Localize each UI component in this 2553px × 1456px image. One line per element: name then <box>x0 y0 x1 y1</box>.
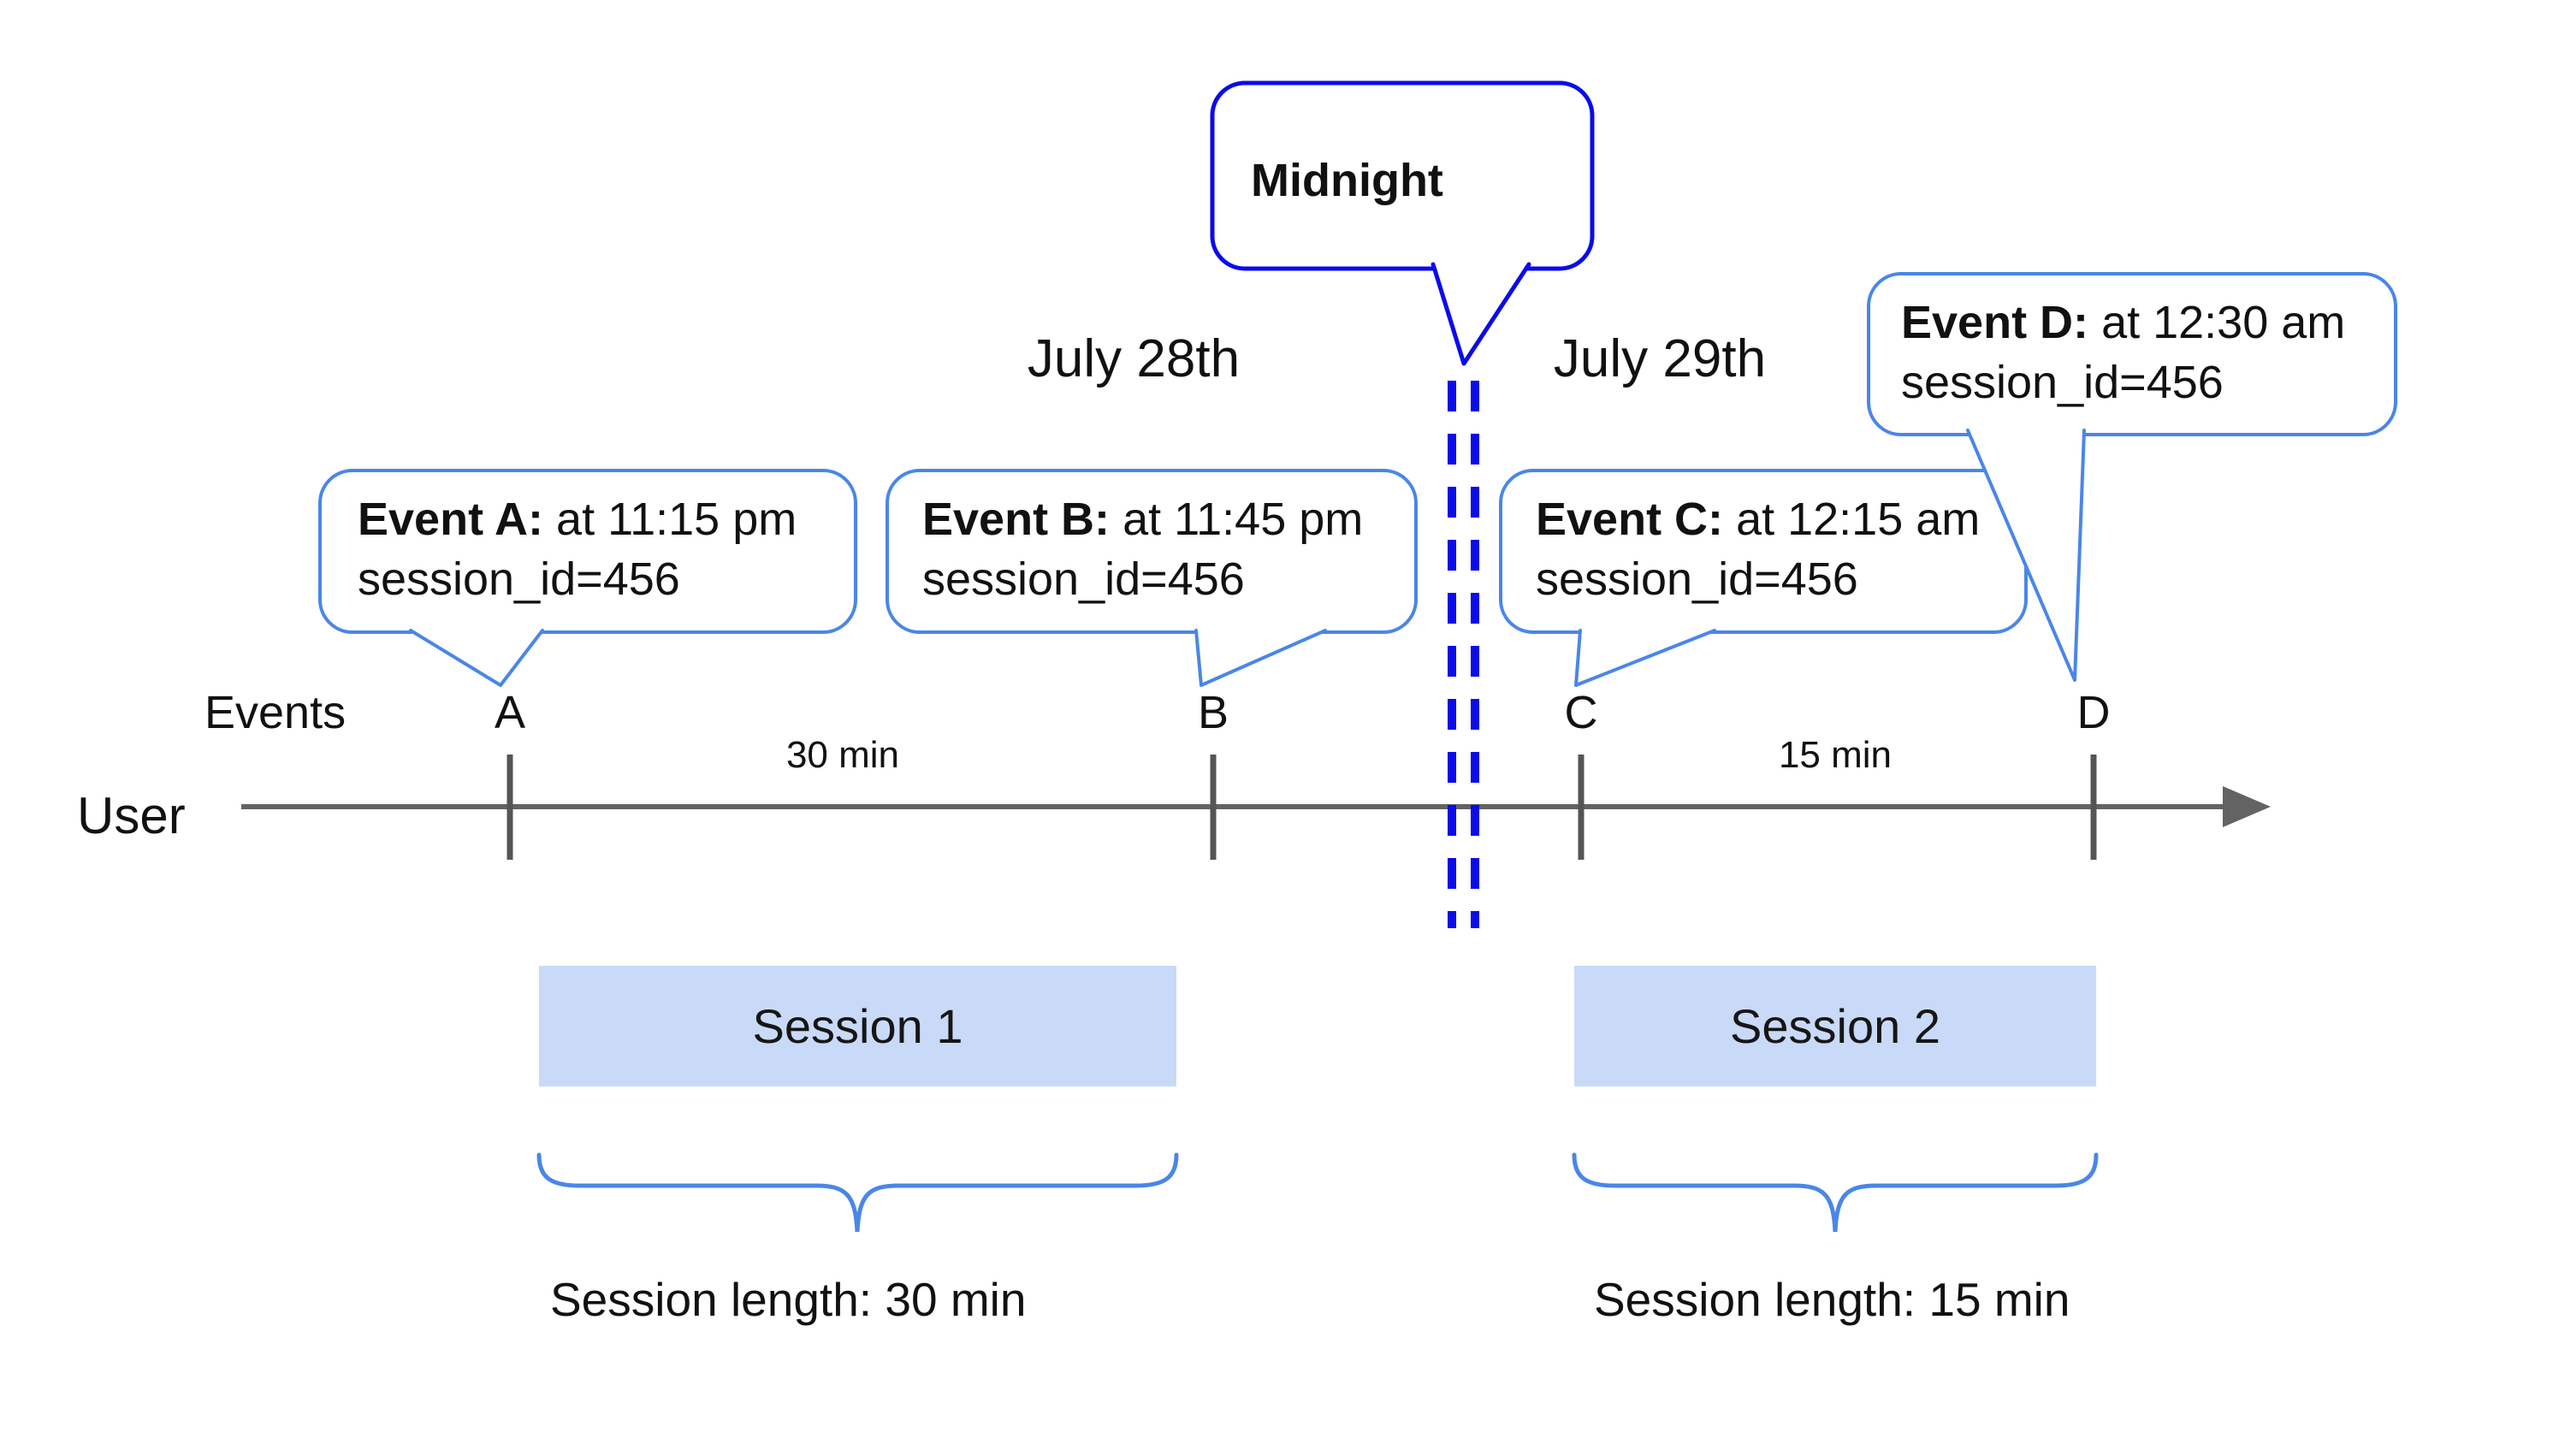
callout-c-text: Event C: at 12:15 am session_id=456 <box>1536 489 1980 609</box>
callout-b-session: session_id=456 <box>922 553 1245 605</box>
callout-a-session: session_id=456 <box>358 553 680 605</box>
user-axis-label: User <box>77 787 186 844</box>
callout-a-bubble <box>318 469 857 634</box>
callout-c-line1: Event C: at 12:15 am <box>1536 489 1980 549</box>
callout-d-text: Event D: at 12:30 am session_id=456 <box>1901 293 2345 412</box>
callout-a-title: Event A: <box>358 494 544 545</box>
callout-a-time: at 11:15 pm <box>556 494 797 545</box>
brace-session-1 <box>536 1152 1179 1233</box>
session-1-length-label: Session length: 30 min <box>550 1273 1027 1326</box>
session-1-label: Session 1 <box>752 999 963 1053</box>
callout-b-title: Event B: <box>922 494 1111 545</box>
callout-d-session: session_id=456 <box>1901 357 2224 408</box>
callout-a-line1: Event A: at 11:15 pm <box>358 489 797 549</box>
midnight-label: Midnight <box>1251 155 1443 206</box>
callout-b-tail <box>1194 629 1327 687</box>
event-marker-b: B <box>1197 687 1229 738</box>
callout-b-bubble <box>886 469 1418 634</box>
midnight-bubble <box>1210 80 1595 271</box>
callout-d-time: at 12:30 am <box>2101 297 2346 348</box>
date-july-29-label: July 29th <box>1553 329 1767 388</box>
events-axis-label: Events <box>204 687 347 738</box>
callout-a-tail <box>409 629 544 687</box>
timeline-arrowhead <box>2223 786 2271 827</box>
gap-label-15min: 15 min <box>1778 734 1893 776</box>
callout-b-time: at 11:45 pm <box>1122 494 1364 545</box>
date-july-28-label: July 28th <box>1027 329 1241 388</box>
event-marker-d: D <box>2076 687 2111 738</box>
callout-a-text: Event A: at 11:15 pm session_id=456 <box>358 489 797 609</box>
session-1-box: Session 1 <box>539 966 1176 1086</box>
callout-d-line1: Event D: at 12:30 am <box>1901 293 2345 352</box>
event-marker-c: C <box>1564 687 1598 738</box>
callout-c-title: Event C: <box>1536 494 1724 545</box>
callout-c-session: session_id=456 <box>1536 553 1858 605</box>
callout-d-title: Event D: <box>1901 297 2089 348</box>
session-2-length-label: Session length: 15 min <box>1594 1273 2070 1326</box>
callout-d-bubble <box>1867 272 2397 436</box>
callout-b-text: Event B: at 11:45 pm session_id=456 <box>922 489 1363 609</box>
callout-b-line1: Event B: at 11:45 pm <box>922 489 1363 549</box>
callout-d-tail <box>1966 429 2086 682</box>
event-marker-a: A <box>494 687 526 738</box>
callout-c-time: at 12:15 am <box>1736 494 1981 545</box>
midnight-bubble-tail <box>1431 262 1531 366</box>
session-2-box: Session 2 <box>1574 966 2096 1086</box>
gap-label-30min: 30 min <box>785 734 900 776</box>
callout-c-tail <box>1574 629 1716 687</box>
session-2-label: Session 2 <box>1730 999 1940 1053</box>
brace-session-2 <box>1572 1152 2099 1233</box>
